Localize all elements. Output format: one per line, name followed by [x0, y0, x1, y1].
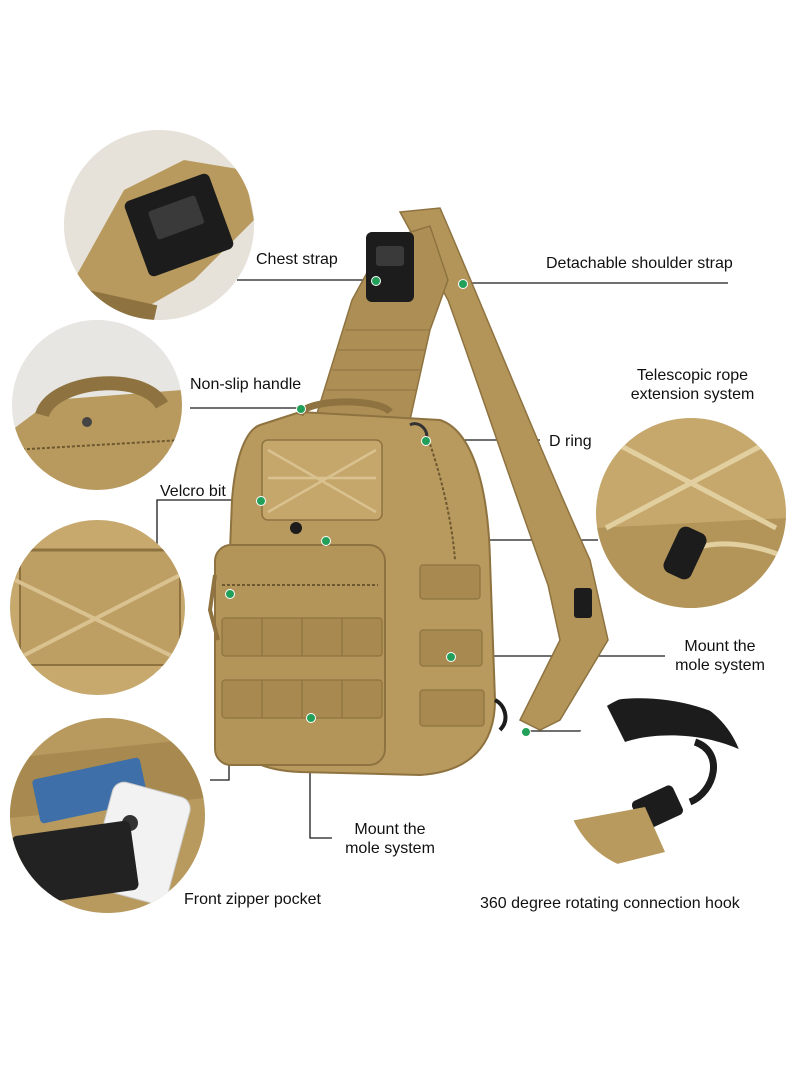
marker-mount-bottom: [306, 713, 316, 723]
label-d-ring: D ring: [549, 433, 592, 450]
shoulder-strap: [398, 207, 609, 731]
marker-mount-right: [446, 652, 456, 662]
detail-pocket: [10, 718, 205, 913]
marker-velcro: [256, 496, 266, 506]
label-mount-bottom-line2: mole system: [345, 840, 435, 857]
pocket-icon: [10, 718, 205, 913]
buckle-icon: [64, 130, 254, 320]
marker-chest-strap: [371, 276, 381, 286]
marker-shoulder-strap: [458, 279, 468, 289]
marker-zipper-pocket: [225, 589, 235, 599]
label-mount-right-line2: mole system: [675, 657, 765, 674]
upper-strap: [313, 225, 449, 421]
marker-handle: [296, 404, 306, 414]
marker-rope: [321, 536, 331, 546]
label-shoulder-strap: Detachable shoulder strap: [546, 255, 733, 272]
velcro-icon: [10, 520, 185, 695]
handle-icon: [12, 320, 182, 490]
label-front-zipper-pocket: Front zipper pocket: [184, 891, 321, 908]
strap-buckle: [366, 232, 414, 302]
label-chest-strap: Chest strap: [256, 251, 338, 268]
bottom-hook: [493, 698, 508, 732]
hook-icon: [565, 692, 745, 872]
marker-hook: [521, 727, 531, 737]
label-handle: Non-slip handle: [190, 376, 302, 393]
detail-rope: [596, 418, 786, 608]
marker-d-ring: [421, 436, 431, 446]
detail-handle: [12, 320, 182, 490]
label-rotating-hook: 360 degree rotating connection hook: [480, 895, 740, 912]
label-telescopic-rope-line2: extension system: [630, 386, 755, 403]
leader-velcro: [156, 499, 260, 545]
label-telescopic-rope: Telescopic rope extension system: [620, 366, 765, 404]
label-mount-bottom-line1: Mount the: [354, 821, 426, 838]
rope-icon: [596, 418, 786, 608]
label-velcro-bit: Velcro bit: [160, 483, 226, 500]
detail-hook: [565, 692, 745, 872]
detail-chest-strap: [64, 130, 254, 320]
label-telescopic-rope-line1: Telescopic rope: [636, 367, 749, 384]
detail-velcro: [10, 520, 185, 695]
label-mount-right: Mount the mole system: [666, 637, 774, 675]
label-mount-bottom: Mount the mole system: [336, 820, 444, 858]
label-mount-right-line1: Mount the: [684, 638, 756, 655]
